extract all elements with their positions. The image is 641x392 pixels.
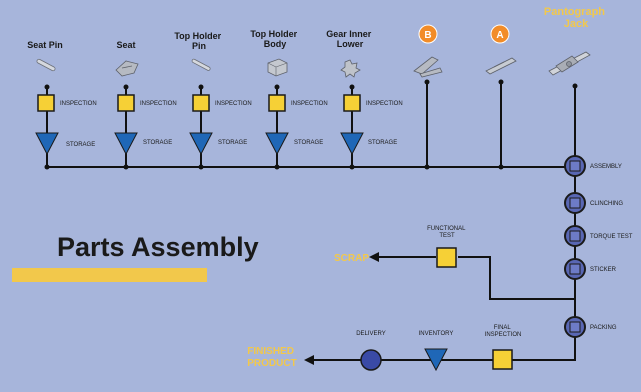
finished-arrowhead: [304, 355, 314, 365]
final-inspection-label-line2: INSPECTION: [485, 332, 522, 338]
functional-test-label-line2: TEST: [439, 233, 455, 239]
gear-icon: [341, 60, 360, 77]
part-top-holder-pin-title: Top Holder Pin: [174, 31, 223, 51]
storage-label: STORAGE: [143, 140, 172, 146]
title-underline-bar: [12, 268, 207, 282]
seat-icon: [116, 61, 138, 76]
inspection-label: INSPECTION: [140, 101, 177, 107]
inspection-label: INSPECTION: [291, 101, 328, 107]
inspection-box: [38, 95, 54, 111]
part-gear-inner-lower-title-line2: Lower: [337, 39, 364, 49]
subassembly-a-label: A: [496, 30, 503, 41]
part-gear-inner-lower-title: Gear Inner Lower: [326, 29, 374, 49]
inspection-box: [193, 95, 209, 111]
inspection-label: INSPECTION: [366, 101, 403, 107]
part-seat-title: Seat: [116, 40, 135, 50]
storage-label: STORAGE: [66, 142, 95, 148]
final-product-title-line2: Jack: [564, 18, 589, 30]
part-top-holder-body-title-line1: Top Holder: [250, 29, 297, 39]
scrap-arrowhead: [369, 252, 379, 262]
functional-test-label-line1: FUNCTIONAL: [427, 226, 466, 232]
finished-product-label-line1: FINISHED: [247, 346, 294, 357]
final-inspection-box: [493, 350, 512, 369]
operation-torque-test: [565, 226, 585, 246]
final-inspection-label-line1: FINAL: [494, 325, 512, 331]
final-inspection-label: FINAL INSPECTION: [485, 325, 522, 338]
part-gear-inner-lower-title-line1: Gear Inner: [326, 29, 372, 39]
storage-label: STORAGE: [368, 140, 397, 146]
operation-packing: [565, 317, 585, 337]
part-seat-pin-title: Seat Pin: [27, 40, 63, 50]
page-title: Parts Assembly: [57, 232, 259, 262]
operation-sticker: [565, 259, 585, 279]
functional-test-box: [437, 248, 456, 267]
torque-test-label: TORQUE TEST: [590, 234, 633, 240]
delivery-label: DELIVERY: [356, 331, 386, 337]
storage-triangle: [115, 133, 137, 154]
sticker-label: STICKER: [590, 267, 617, 273]
inspection-label: INSPECTION: [215, 101, 252, 107]
functional-test-label: FUNCTIONAL TEST: [427, 226, 467, 239]
flow-lines: [45, 82, 575, 360]
storage-label: STORAGE: [294, 140, 323, 146]
storage-label: STORAGE: [218, 140, 247, 146]
junction-dots: [45, 80, 578, 170]
pin-icon: [191, 59, 210, 71]
inspection-label: INSPECTION: [60, 101, 97, 107]
storage-triangle: [341, 133, 363, 154]
clinching-label: CLINCHING: [590, 201, 623, 207]
inventory-label: INVENTORY: [419, 331, 454, 337]
inspection-box: [344, 95, 360, 111]
subassembly-b-icon: [414, 57, 442, 77]
delivery-circle: [361, 350, 381, 370]
storage-triangle: [266, 133, 288, 154]
assembly-label: ASSEMBLY: [590, 164, 622, 170]
final-product-title-line1: Pantograph: [544, 6, 605, 18]
body-block-icon: [268, 59, 287, 76]
inspection-box: [269, 95, 285, 111]
finished-product-label-line2: PRODUCT: [247, 358, 296, 369]
operation-assembly: [565, 156, 585, 176]
finished-product-label: FINISHED PRODUCT: [247, 346, 296, 369]
subassembly-b-badge: B: [419, 25, 437, 43]
storage-triangle: [36, 133, 58, 154]
pin-icon: [36, 59, 56, 72]
operation-clinching: [565, 193, 585, 213]
final-product-title: Pantograph Jack: [544, 6, 608, 30]
scrap-label: SCRAP: [334, 253, 369, 264]
pantograph-jack-icon: [549, 52, 590, 75]
part-top-holder-body-title-line2: Body: [264, 39, 287, 49]
part-top-holder-body-title: Top Holder Body: [250, 29, 299, 49]
inspection-box: [118, 95, 134, 111]
storage-triangle: [190, 133, 212, 154]
part-top-holder-pin-title-line2: Pin: [192, 41, 206, 51]
subassembly-a-icon: [486, 58, 516, 74]
part-top-holder-pin-title-line1: Top Holder: [174, 31, 221, 41]
subassembly-a-badge: A: [491, 25, 509, 43]
packing-label: PACKING: [590, 325, 617, 331]
subassembly-b-label: B: [424, 30, 431, 41]
